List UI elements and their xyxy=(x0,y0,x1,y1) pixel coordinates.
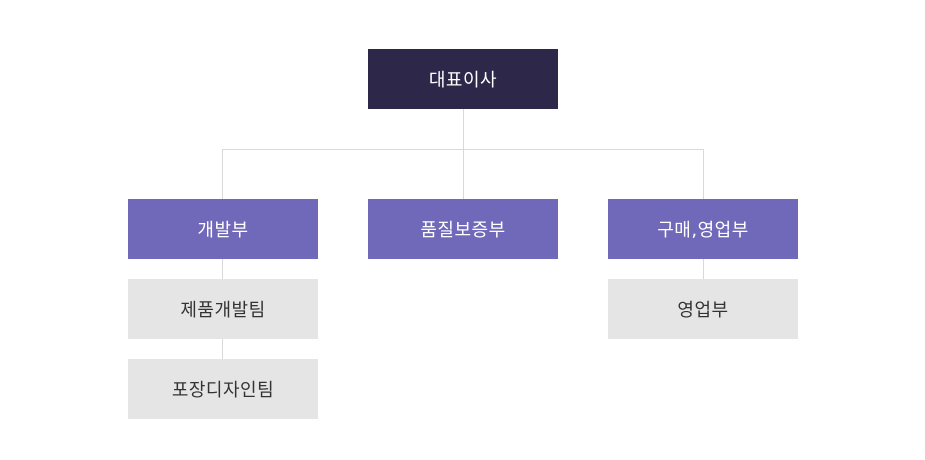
connector-dept3-team1 xyxy=(703,258,704,280)
dept-node-quality-assurance: 품질보증부 xyxy=(368,199,558,259)
connector-to-dept-1 xyxy=(222,149,223,200)
team-node-package-design: 포장디자인팀 xyxy=(128,359,318,419)
connector-to-dept-2 xyxy=(463,149,464,200)
ceo-node: 대표이사 xyxy=(368,49,558,109)
connector-ceo-down xyxy=(463,108,464,150)
team-node-product-development: 제품개발팀 xyxy=(128,279,318,339)
connector-to-dept-3 xyxy=(703,149,704,200)
connector-team1-team2 xyxy=(222,338,223,360)
dept-node-development: 개발부 xyxy=(128,199,318,259)
connector-dept1-team1 xyxy=(222,258,223,280)
dept-node-purchasing-sales: 구매,영업부 xyxy=(608,199,798,259)
team-node-sales: 영업부 xyxy=(608,279,798,339)
